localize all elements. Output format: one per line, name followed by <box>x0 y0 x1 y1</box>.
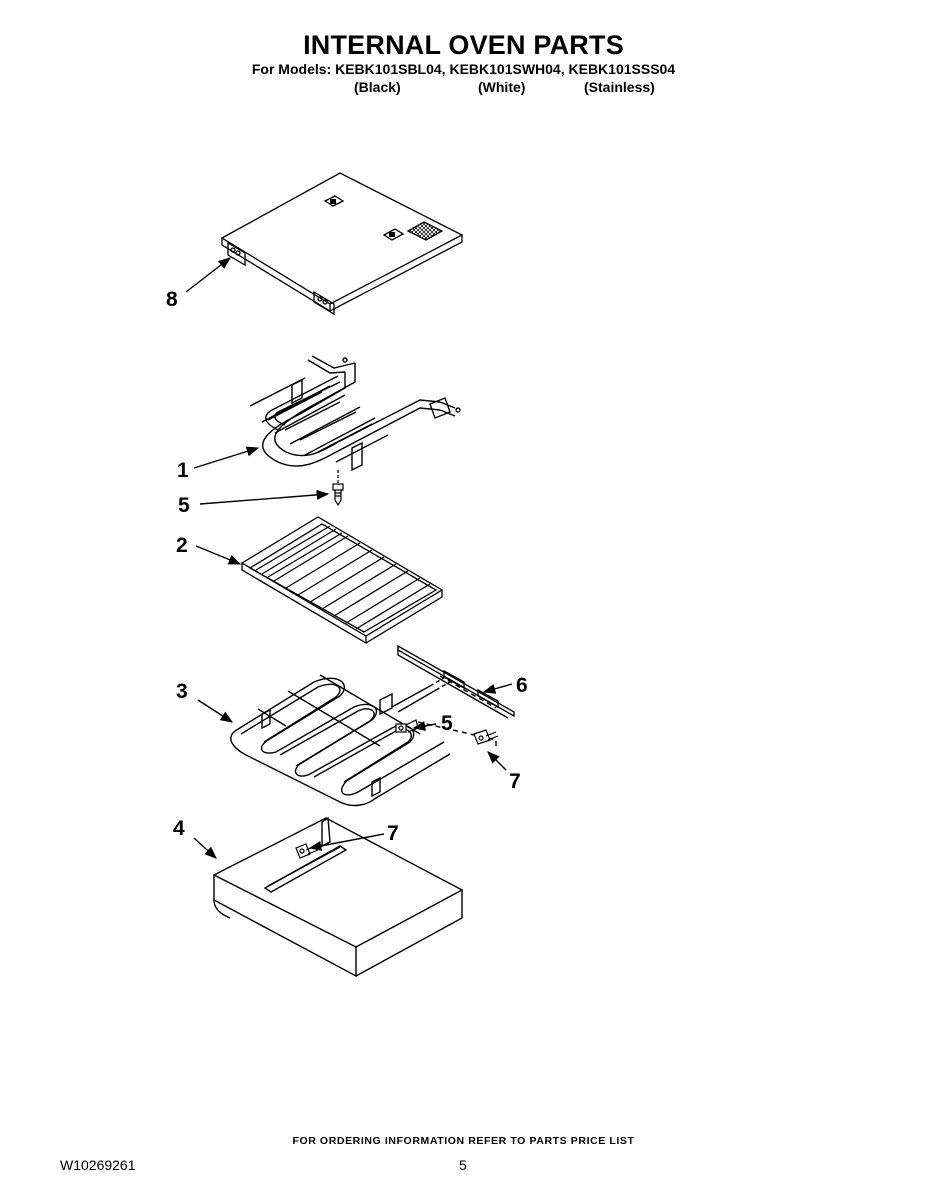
part-2-oven-rack <box>240 516 444 645</box>
part-7-screw-right <box>473 729 499 745</box>
callout-8: 8 <box>166 288 178 311</box>
callout-6: 6 <box>516 674 528 697</box>
leader-5b <box>412 721 437 731</box>
callout-3: 3 <box>176 680 188 703</box>
page-number: 5 <box>459 1157 467 1173</box>
leader-7b <box>308 833 385 851</box>
callout-2: 2 <box>176 534 188 557</box>
part-5-screw-upper <box>332 470 344 507</box>
part-3-lower-element <box>230 674 497 807</box>
part-4-bottom-pan <box>212 816 464 978</box>
leader-6 <box>482 683 513 694</box>
callout-5a: 5 <box>178 494 190 517</box>
leader-4 <box>193 837 217 859</box>
color-label-black: (Black) <box>354 79 401 95</box>
callout-5b: 5 <box>441 712 453 735</box>
leader-1 <box>193 446 260 469</box>
callout-7b: 7 <box>387 822 399 845</box>
leader-2 <box>195 545 242 565</box>
color-label-stainless: (Stainless) <box>584 79 655 95</box>
part-6-bracket <box>397 644 515 719</box>
document-number: W10269261 <box>60 1157 136 1173</box>
leader-7a <box>487 751 507 771</box>
callout-7a: 7 <box>509 770 521 793</box>
part-7-screw-pan <box>295 843 319 859</box>
models-line: For Models: KEBK101SBL04, KEBK101SWH04, … <box>251 61 676 77</box>
part-8-top-panel <box>220 172 464 316</box>
page-title: INTERNAL OVEN PARTS <box>303 30 624 60</box>
callout-1: 1 <box>177 459 189 482</box>
leader-3 <box>197 699 234 723</box>
leader-5a <box>199 489 330 505</box>
ordering-note: FOR ORDERING INFORMATION REFER TO PARTS … <box>292 1135 635 1147</box>
color-label-white: (White) <box>478 79 526 95</box>
callout-leaders <box>185 257 513 859</box>
part-1-upper-element <box>249 355 461 472</box>
leader-8 <box>185 257 231 293</box>
callout-4: 4 <box>173 817 185 840</box>
